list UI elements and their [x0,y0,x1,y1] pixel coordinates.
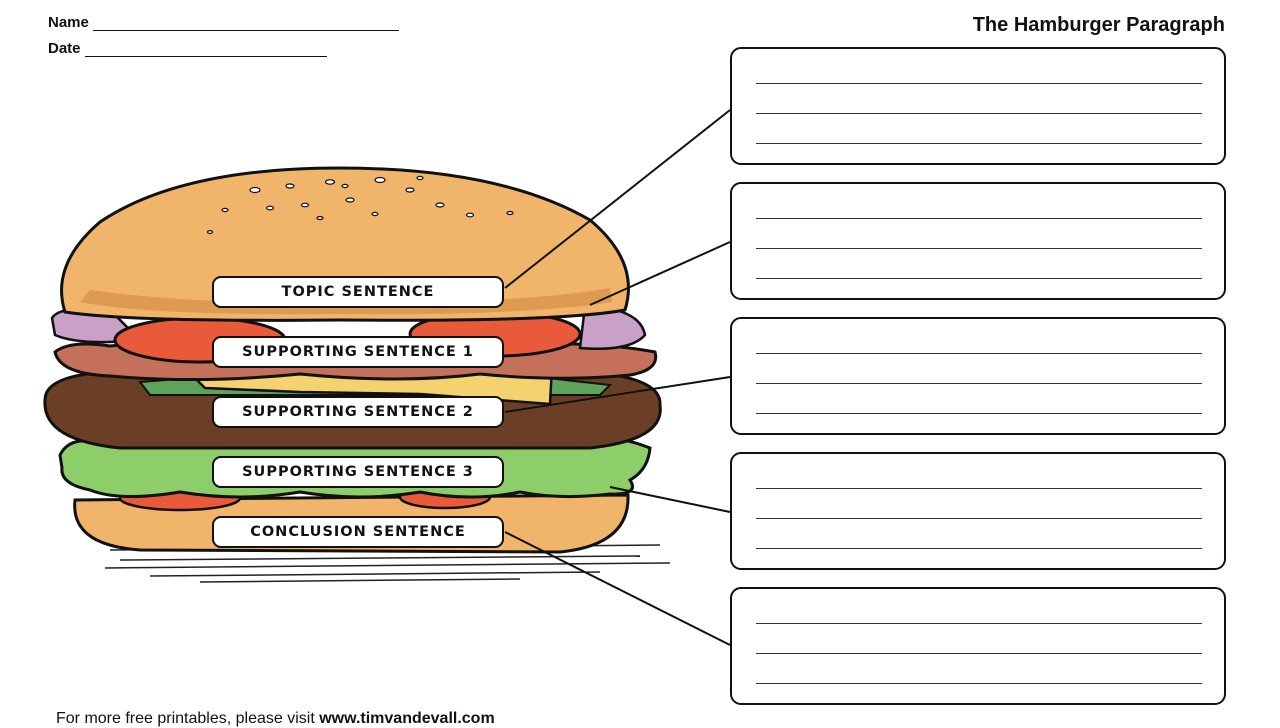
writing-line[interactable] [756,623,1202,624]
writing-line[interactable] [756,218,1202,219]
date-label: Date [48,40,81,57]
date-line[interactable] [84,40,327,57]
writing-box-conclusion[interactable] [730,587,1226,705]
writing-line[interactable] [756,653,1202,654]
writing-line[interactable] [756,113,1202,114]
name-line[interactable] [92,14,399,31]
sesame-seeds-icon [206,175,514,235]
footer-text: For more free printables, please visit [56,710,320,727]
writing-line[interactable] [756,143,1202,144]
footer-site-link[interactable]: www.timvandevall.com [319,710,495,727]
writing-line[interactable] [756,548,1202,549]
writing-line[interactable] [756,488,1202,489]
label-supporting-sentence-1: SUPPORTING SENTENCE 1 [212,336,504,368]
connector-lines [504,109,731,646]
writing-box-supporting-1[interactable] [730,182,1226,300]
writing-line[interactable] [756,683,1202,684]
label-supporting-sentence-3: SUPPORTING SENTENCE 3 [212,456,504,488]
writing-box-supporting-2[interactable] [730,317,1226,435]
writing-line[interactable] [756,83,1202,84]
label-supporting-sentence-2: SUPPORTING SENTENCE 2 [212,396,504,428]
footer-credit: For more free printables, please visit w… [56,710,495,728]
label-conclusion-sentence: CONCLUSION SENTENCE [212,516,504,548]
writing-box-supporting-3[interactable] [730,452,1226,570]
writing-line[interactable] [756,383,1202,384]
label-topic-sentence: TOPIC SENTENCE [212,276,504,308]
writing-line[interactable] [756,518,1202,519]
date-field[interactable]: Date [48,40,327,57]
writing-line[interactable] [756,413,1202,414]
writing-line[interactable] [756,278,1202,279]
writing-box-topic[interactable] [730,47,1226,165]
page-title: The Hamburger Paragraph [972,14,1225,36]
writing-line[interactable] [756,353,1202,354]
name-label: Name [48,14,89,31]
writing-line[interactable] [756,248,1202,249]
name-field[interactable]: Name [48,14,399,31]
